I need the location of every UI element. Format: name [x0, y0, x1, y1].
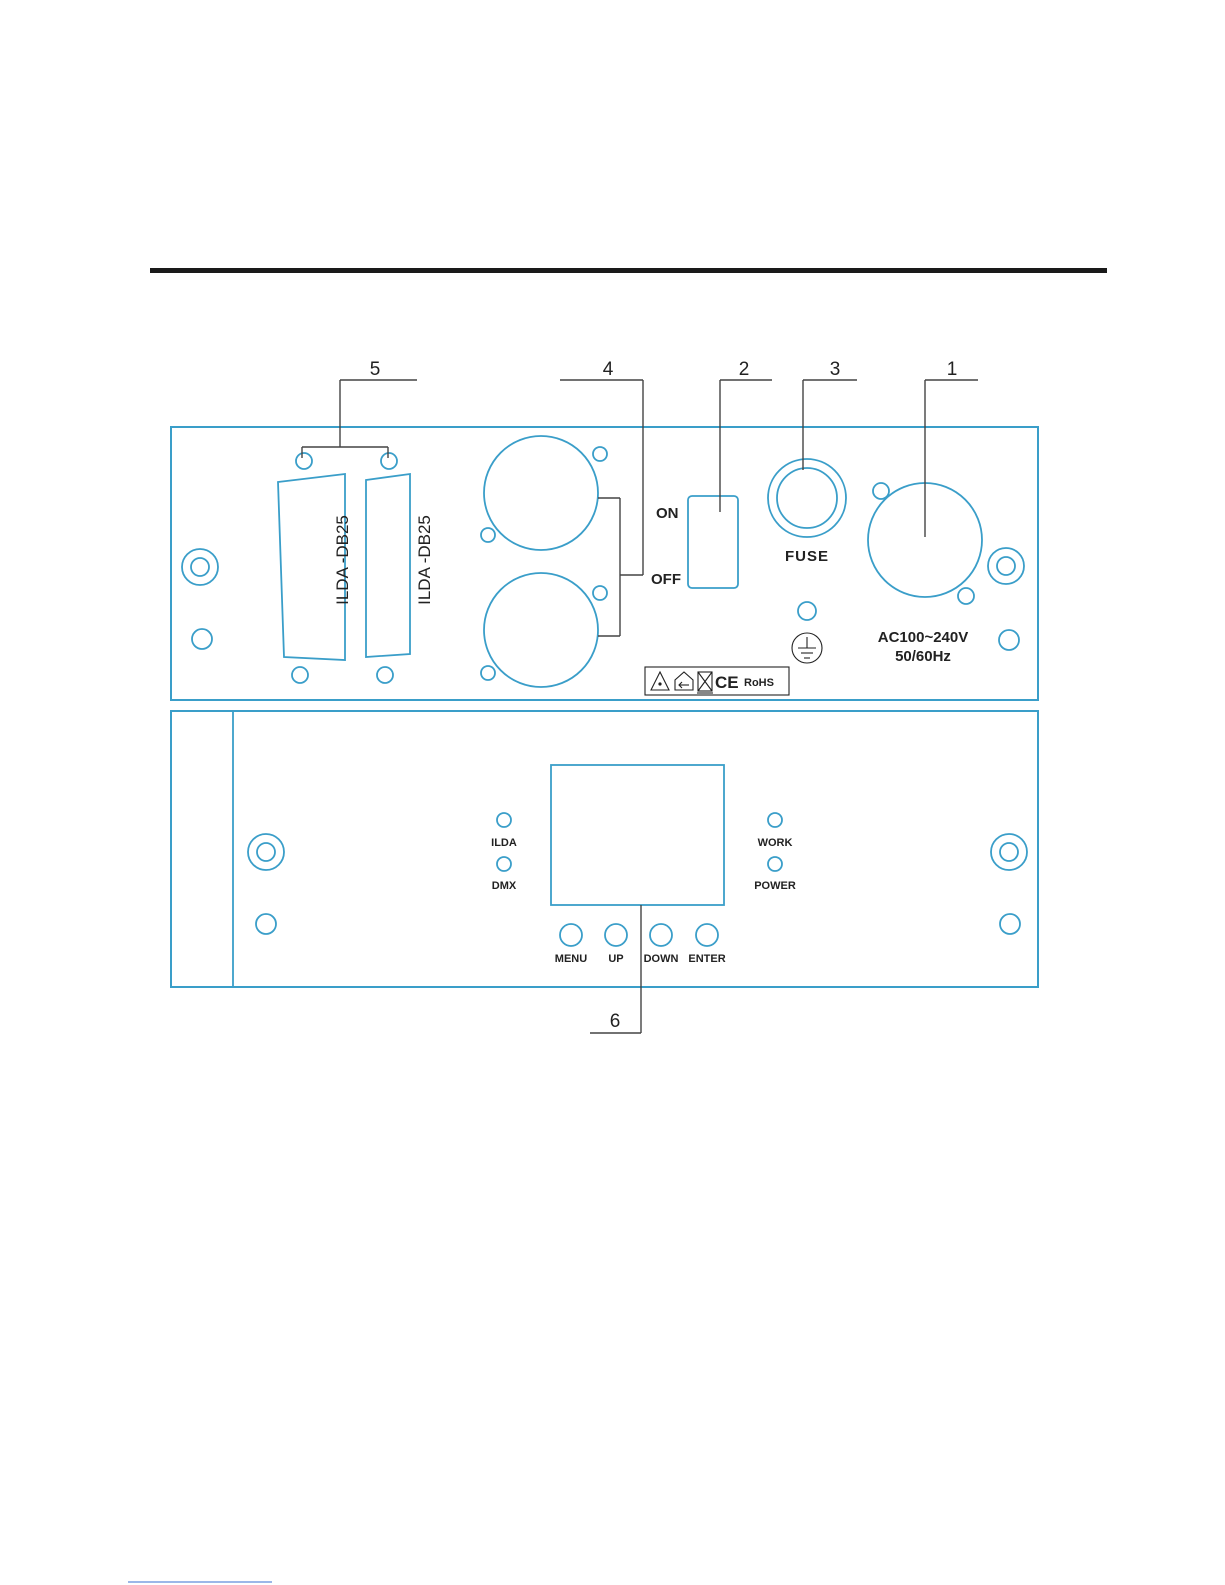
switch-off-label: OFF	[651, 571, 681, 588]
callout-3: 3	[830, 359, 841, 380]
callout-4: 4	[603, 359, 614, 380]
ce-mark: CE	[715, 673, 739, 692]
power-switch[interactable]	[688, 496, 738, 588]
fuse-holder[interactable]	[768, 459, 846, 537]
callout-2-leader	[720, 380, 772, 512]
menu-button[interactable]	[560, 924, 582, 946]
rohs-mark: RoHS	[744, 677, 774, 689]
screw-hole	[1000, 914, 1020, 934]
ground-symbol-icon	[792, 633, 822, 663]
power-led	[768, 857, 782, 871]
dmx-led-label: DMX	[492, 880, 517, 892]
compliance-marks: CE RoHS	[645, 667, 789, 695]
lcd-display	[551, 765, 724, 905]
mounting-hole	[991, 834, 1027, 870]
ilda-db25-port-2[interactable]	[366, 453, 410, 683]
header-rule	[150, 268, 1107, 273]
ilda-led	[497, 813, 511, 827]
dmx-xlr-port-top[interactable]	[481, 436, 607, 550]
work-led	[768, 813, 782, 827]
ilda-port-label-2: ILDA -DB25	[415, 515, 434, 605]
up-button-label: UP	[608, 953, 623, 965]
ilda-led-label: ILDA	[491, 837, 517, 849]
down-button-label: DOWN	[644, 953, 679, 965]
screw-hole	[999, 630, 1019, 650]
weee-bin-icon	[697, 672, 713, 693]
up-button[interactable]	[605, 924, 627, 946]
enter-button[interactable]	[696, 924, 718, 946]
laser-warning-icon	[651, 672, 669, 690]
mounting-hole	[182, 549, 218, 585]
dmx-led	[497, 857, 511, 871]
fuse-label: FUSE	[785, 548, 829, 565]
callout-4-leader	[560, 380, 643, 636]
indoor-use-icon	[675, 672, 693, 690]
callout-1-leader	[925, 380, 978, 537]
ground-screw	[798, 602, 816, 620]
down-button[interactable]	[650, 924, 672, 946]
callout-5: 5	[370, 359, 381, 380]
power-rating-line2: 50/60Hz	[895, 648, 951, 665]
mounting-hole	[988, 548, 1024, 584]
power-led-label: POWER	[754, 880, 796, 892]
enter-button-label: ENTER	[688, 953, 725, 965]
front-panel-outline	[171, 711, 1038, 987]
callout-3-leader	[803, 380, 857, 470]
screw-hole	[192, 629, 212, 649]
dmx-xlr-port-bottom[interactable]	[481, 573, 607, 687]
ilda-port-label-1: ILDA -DB25	[333, 515, 352, 605]
callout-6: 6	[610, 1011, 621, 1032]
screw-hole	[256, 914, 276, 934]
mounting-hole	[248, 834, 284, 870]
menu-button-label: MENU	[555, 953, 587, 965]
switch-on-label: ON	[656, 505, 679, 522]
work-led-label: WORK	[758, 837, 793, 849]
callout-2: 2	[739, 359, 750, 380]
callout-5-leader	[302, 380, 417, 458]
callout-1: 1	[947, 359, 958, 380]
power-rating-line1: AC100~240V	[878, 629, 968, 646]
